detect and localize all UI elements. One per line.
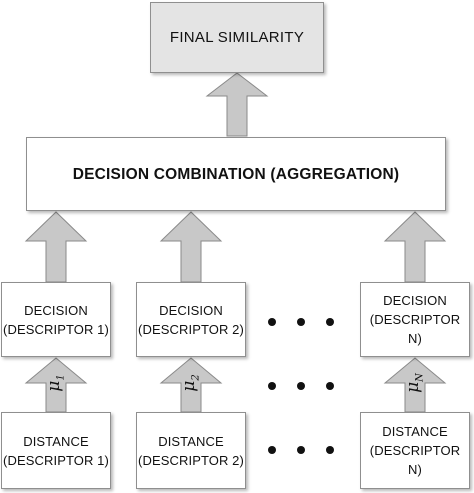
arrow-decision-1-to-combination (24, 211, 88, 283)
descriptor-label: (DESCRIPTOR 1) (3, 321, 109, 337)
mu-symbol: μ (179, 380, 199, 392)
dot (326, 318, 334, 326)
mu-subscript: 1 (55, 374, 67, 381)
dot (297, 382, 305, 390)
arrow-decision-n-to-combination (383, 211, 447, 283)
distance-label: DISTANCE (382, 424, 448, 439)
decision-label: DECISION (159, 302, 223, 318)
dot (268, 382, 276, 390)
decision-box-descriptor-1: DECISION (DESCRIPTOR 1) (1, 282, 111, 357)
distance-box-descriptor-1: DISTANCE (DESCRIPTOR 1) (1, 412, 111, 489)
dot (268, 318, 276, 326)
dot (297, 318, 305, 326)
ellipsis-dots-mu-row (268, 381, 334, 391)
decision-label: DECISION (24, 302, 88, 318)
mu-2-label: μ2 (179, 373, 201, 393)
mu-subscript: N (414, 373, 426, 382)
distance-label: DISTANCE (23, 433, 89, 449)
distance-box-descriptor-2: DISTANCE (DESCRIPTOR 2) (136, 412, 246, 489)
distance-label: DISTANCE (158, 433, 224, 449)
arrow-distance-n-to-decision (383, 357, 447, 413)
descriptor-label: (DESCRIPTOR 2) (138, 452, 244, 468)
decision-combination-label: DECISION COMBINATION (AGGREGATION) (72, 165, 400, 183)
decision-combination-box: DECISION COMBINATION (AGGREGATION) (26, 137, 446, 211)
descriptor-label: (DESCRIPTOR N) (369, 443, 461, 477)
arrow-decision-2-to-combination (159, 211, 223, 283)
mu-symbol: μ (44, 380, 64, 392)
descriptor-label: (DESCRIPTOR N) (369, 312, 461, 346)
distance-box-descriptor-n: DISTANCE (DESCRIPTOR N) (360, 412, 470, 489)
final-similarity-label: FINAL SIMILARITY (169, 29, 305, 46)
mu-subscript: 2 (190, 374, 202, 381)
dot (297, 446, 305, 454)
dot (326, 446, 334, 454)
ellipsis-dots-distance-row (268, 445, 334, 455)
mu-symbol: μ (403, 381, 423, 393)
decision-box-descriptor-n: DECISION (DESCRIPTOR N) (360, 282, 470, 357)
ellipsis-dots-decision-row (268, 317, 334, 327)
decision-box-descriptor-2: DECISION (DESCRIPTOR 2) (136, 282, 246, 357)
dot (268, 446, 276, 454)
arrow-to-final (205, 72, 269, 137)
arrow-distance-1-to-decision (24, 357, 88, 413)
descriptor-label: (DESCRIPTOR 2) (138, 321, 244, 337)
decision-label: DECISION (383, 293, 447, 308)
dot (326, 382, 334, 390)
arrow-distance-2-to-decision (159, 357, 223, 413)
descriptor-label: (DESCRIPTOR 1) (3, 452, 109, 468)
final-similarity-box: FINAL SIMILARITY (150, 2, 324, 73)
mu-1-label: μ1 (44, 373, 66, 393)
mu-n-label: μN (403, 373, 425, 393)
